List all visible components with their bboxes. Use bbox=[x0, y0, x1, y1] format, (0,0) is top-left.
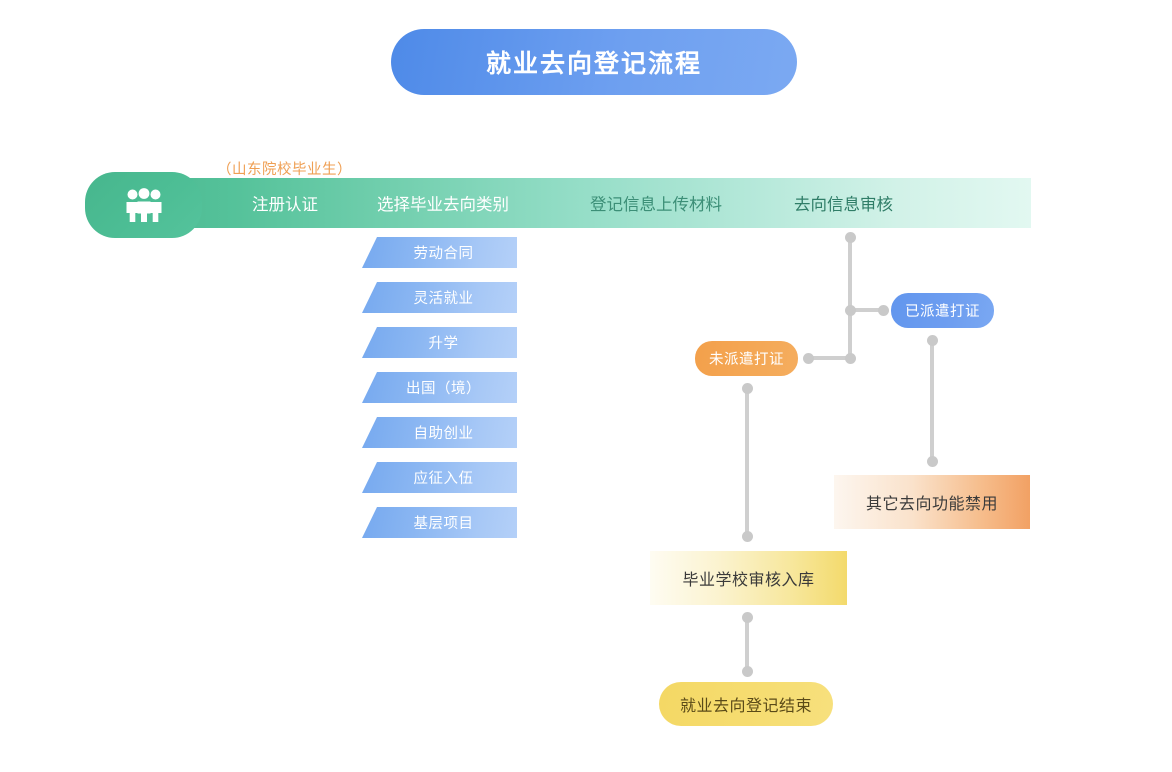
node-unassigned-dispatch[interactable]: 未派遣打证 bbox=[695, 341, 798, 376]
audience-sub-label: （山东院校毕业生） bbox=[217, 162, 352, 178]
category-chip-flexible-employment[interactable]: 灵活就业 bbox=[362, 282, 517, 313]
connector-to-assigned bbox=[850, 308, 886, 312]
process-step-choose-category-label: 选择毕业去向类别 bbox=[377, 196, 509, 214]
connector-audit-trunk bbox=[848, 237, 852, 362]
category-chip-further-study[interactable]: 升学 bbox=[362, 327, 517, 358]
connector-dot-audit-top bbox=[845, 232, 856, 243]
category-chip-label: 升学 bbox=[428, 336, 459, 352]
connector-assigned-to-disabled bbox=[930, 340, 934, 462]
category-chip-self-employment[interactable]: 自助创业 bbox=[362, 417, 517, 448]
category-chip-abroad[interactable]: 出国（境） bbox=[362, 372, 517, 403]
page-title-pill: 就业去向登记流程 bbox=[391, 29, 797, 95]
process-step-audit-label: 去向信息审核 bbox=[794, 196, 893, 214]
connector-dot-assigned-in bbox=[878, 305, 889, 316]
connector-school-audit-to-end bbox=[745, 617, 749, 671]
node-unassigned-dispatch-label: 未派遣打证 bbox=[709, 352, 784, 368]
people-group-icon bbox=[123, 188, 165, 222]
connector-dot-school-audit-out bbox=[742, 612, 753, 623]
category-chip-grassroots-project[interactable]: 基层项目 bbox=[362, 507, 517, 538]
connector-to-unassigned bbox=[810, 356, 852, 360]
node-registration-end-label: 就业去向登记结束 bbox=[679, 698, 812, 715]
node-other-directions-disabled[interactable]: 其它去向功能禁用 bbox=[834, 475, 1030, 529]
connector-dot-assigned-out bbox=[927, 335, 938, 346]
node-school-audit-archive[interactable]: 毕业学校审核入库 bbox=[650, 551, 847, 605]
process-step-upload-materials: 登记信息上传材料 bbox=[590, 178, 722, 228]
category-chip-label: 灵活就业 bbox=[413, 291, 474, 307]
node-other-directions-disabled-label: 其它去向功能禁用 bbox=[865, 496, 998, 513]
node-assigned-dispatch-label: 已派遣打证 bbox=[905, 304, 980, 320]
process-step-register-label: 注册认证 bbox=[252, 196, 318, 214]
connector-dot-unassigned-in bbox=[803, 353, 814, 364]
process-step-bar: 注册认证 选择毕业去向类别 登记信息上传材料 去向信息审核 bbox=[146, 178, 1031, 228]
category-chip-label: 基层项目 bbox=[413, 516, 474, 532]
node-school-audit-archive-label: 毕业学校审核入库 bbox=[682, 572, 815, 589]
connector-dot-unassigned-out bbox=[742, 383, 753, 394]
connector-dot-disabled-in bbox=[927, 456, 938, 467]
graduate-icon-cap bbox=[85, 172, 202, 238]
connector-dot-school-audit-in bbox=[742, 531, 753, 542]
category-chip-labor-contract[interactable]: 劳动合同 bbox=[362, 237, 517, 268]
category-chip-label: 出国（境） bbox=[406, 381, 481, 397]
node-assigned-dispatch[interactable]: 已派遣打证 bbox=[891, 293, 994, 328]
process-step-register: 注册认证 bbox=[252, 178, 318, 228]
connector-unassigned-to-school-audit bbox=[745, 388, 749, 536]
category-chip-label: 劳动合同 bbox=[413, 246, 474, 262]
connector-dot-trunk-unassigned bbox=[845, 353, 856, 364]
category-chip-military-service[interactable]: 应征入伍 bbox=[362, 462, 517, 493]
node-registration-end[interactable]: 就业去向登记结束 bbox=[659, 682, 833, 726]
connector-dot-trunk-assigned bbox=[845, 305, 856, 316]
category-chip-label: 自助创业 bbox=[413, 426, 474, 442]
process-step-upload-materials-label: 登记信息上传材料 bbox=[590, 196, 722, 214]
page-title: 就业去向登记流程 bbox=[485, 50, 702, 78]
category-chip-label: 应征入伍 bbox=[413, 471, 474, 487]
process-step-choose-category: 选择毕业去向类别 bbox=[377, 178, 509, 228]
connector-dot-end-in bbox=[742, 666, 753, 677]
process-step-audit: 去向信息审核 bbox=[794, 178, 893, 228]
